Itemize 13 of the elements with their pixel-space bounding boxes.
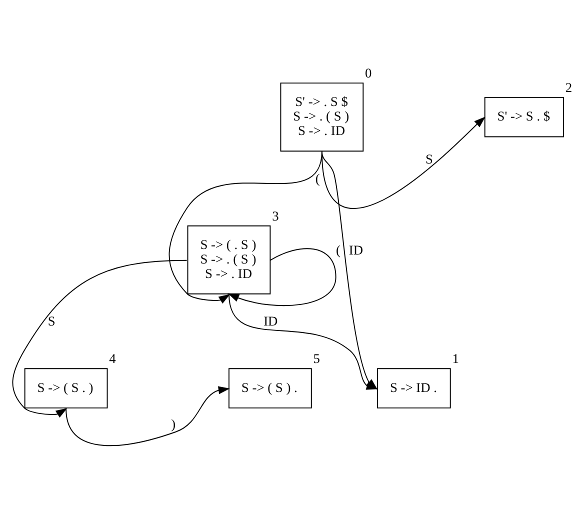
edge-label: )	[171, 416, 176, 432]
edge-label: ID	[348, 242, 364, 258]
edge-label: (	[315, 170, 320, 186]
node-label: 3	[272, 208, 279, 224]
node-label: 5	[313, 351, 320, 366]
edge-label: ID	[264, 314, 278, 329]
node-label: 4	[109, 351, 116, 366]
node-label: 2	[565, 80, 572, 95]
node-label: 0	[365, 65, 372, 80]
edge-label: (	[336, 242, 340, 258]
edge-label: S	[426, 152, 434, 167]
edge-label: S	[48, 314, 56, 329]
node-label: 1	[452, 351, 459, 366]
